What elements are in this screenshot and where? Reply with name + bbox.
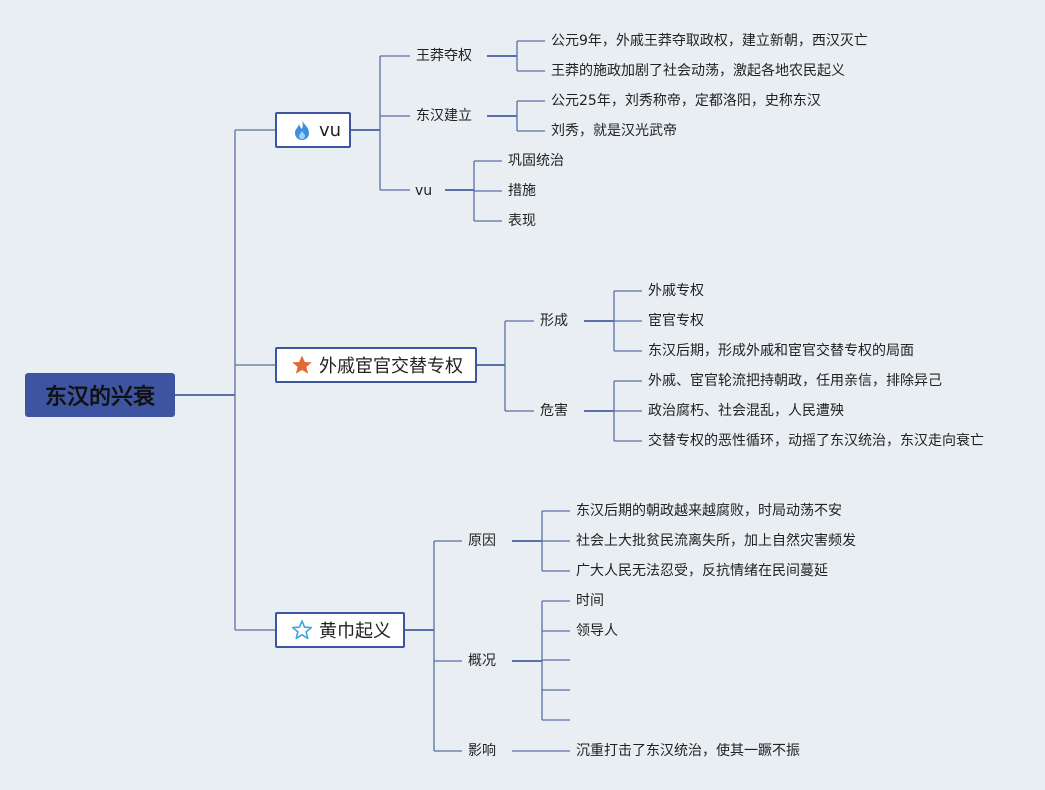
topic-2-2[interactable]: 危害 xyxy=(537,401,571,421)
branch-1-label: vu xyxy=(319,119,342,141)
item-3-1-3[interactable]: 广大人民无法忍受，反抗情绪在民间蔓延 xyxy=(573,561,831,581)
topic-1-1-items xyxy=(516,40,545,72)
item-2-1-3[interactable]: 东汉后期，形成外戚和宦官交替专权的局面 xyxy=(645,341,917,361)
fire-icon xyxy=(291,119,313,141)
branch-3-label: 黄巾起义 xyxy=(319,621,391,642)
item-3-1-2[interactable]: 社会上大批贫民流离失所，加上自然灾害频发 xyxy=(573,531,859,551)
topic-3-1-items xyxy=(541,510,570,572)
topic-1-3[interactable]: vu xyxy=(412,181,436,201)
topic-3-2[interactable]: 概况 xyxy=(465,651,499,671)
item-1-1-2[interactable]: 王莽的施政加剧了社会动荡，激起各地农民起义 xyxy=(548,61,848,81)
item-3-2-4-empty[interactable] xyxy=(573,690,603,692)
item-3-1-1[interactable]: 东汉后期的朝政越来越腐败，时局动荡不安 xyxy=(573,501,845,521)
root-title: 东汉的兴衰 xyxy=(44,385,155,410)
item-1-1-1[interactable]: 公元9年，外戚王莽夺取政权，建立新朝，西汉灭亡 xyxy=(548,31,871,51)
topic-2-1-items xyxy=(613,290,642,352)
topic-2-1[interactable]: 形成 xyxy=(537,311,571,331)
topic-1-3-items xyxy=(473,160,502,222)
branch-1[interactable]: vu xyxy=(275,112,351,148)
branch-3[interactable]: 黄巾起义 xyxy=(275,612,405,648)
item-3-3-1[interactable]: 沉重打击了东汉统治，使其一蹶不振 xyxy=(573,741,803,761)
item-2-1-2[interactable]: 宦官专权 xyxy=(645,311,707,331)
item-1-2-1[interactable]: 公元25年，刘秀称帝，定都洛阳，史称东汉 xyxy=(548,91,824,111)
item-3-2-2[interactable]: 领导人 xyxy=(573,621,621,641)
topic-3-3[interactable]: 影响 xyxy=(465,741,499,761)
item-3-2-3-empty[interactable] xyxy=(573,660,603,662)
item-1-2-2[interactable]: 刘秀，就是汉光武帝 xyxy=(548,121,680,141)
item-1-3-2[interactable]: 措施 xyxy=(505,181,539,201)
item-3-2-1[interactable]: 时间 xyxy=(573,591,607,611)
item-2-2-3[interactable]: 交替专权的恶性循环，动摇了东汉统治，东汉走向衰亡 xyxy=(645,431,987,451)
item-3-2-5-empty[interactable] xyxy=(573,720,603,722)
root-topic[interactable]: 东汉的兴衰 xyxy=(25,373,175,417)
star-filled-icon xyxy=(291,354,313,376)
branch-2[interactable]: 外戚宦官交替专权 xyxy=(275,347,477,383)
topic-1-2-items xyxy=(516,100,545,132)
item-2-2-1[interactable]: 外戚、宦官轮流把持朝政，任用亲信，排除异己 xyxy=(645,371,945,391)
topic-3-2-items xyxy=(541,600,570,721)
topic-3-1[interactable]: 原因 xyxy=(465,531,499,551)
branch-3-spine xyxy=(433,540,462,752)
star-outline-icon xyxy=(291,619,313,641)
topic-1-1[interactable]: 王莽夺权 xyxy=(413,46,475,66)
item-1-3-1[interactable]: 巩固统治 xyxy=(505,151,567,171)
item-2-1-1[interactable]: 外戚专权 xyxy=(645,281,707,301)
topic-1-2[interactable]: 东汉建立 xyxy=(413,106,475,126)
item-1-3-3[interactable]: 表现 xyxy=(505,211,539,231)
branch-1-ticks xyxy=(380,55,410,191)
topic-2-2-items xyxy=(613,380,642,442)
branch-2-label: 外戚宦官交替专权 xyxy=(319,356,463,377)
item-2-2-2[interactable]: 政治腐朽、社会混乱，人民遭殃 xyxy=(645,401,847,421)
branch-2-spine xyxy=(504,320,534,412)
